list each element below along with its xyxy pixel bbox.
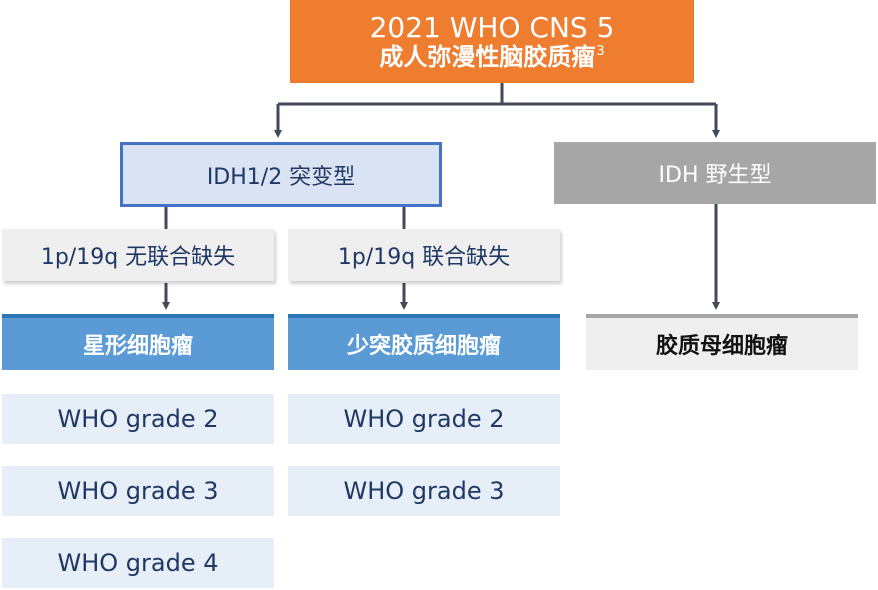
glioblastoma-node: 胶质母细胞瘤 xyxy=(586,314,858,370)
codeletion-present-node: 1p/19q 联合缺失 xyxy=(288,229,560,281)
root-node: 2021 WHO CNS 5 成人弥漫性脑胶质瘤3 xyxy=(290,0,694,83)
astro-grade-3: WHO grade 3 xyxy=(2,466,274,516)
idh-mutant-node: IDH1/2 突变型 xyxy=(120,142,442,207)
codeletion-absent-node: 1p/19q 无联合缺失 xyxy=(2,229,274,281)
oligo-grade-2: WHO grade 2 xyxy=(288,394,560,444)
astro-grade-2: WHO grade 2 xyxy=(2,394,274,444)
astrocytoma-node: 星形细胞瘤 xyxy=(2,314,274,370)
root-subtitle: 成人弥漫性脑胶质瘤3 xyxy=(379,42,605,71)
root-footnote: 3 xyxy=(596,43,605,59)
astro-grade-4: WHO grade 4 xyxy=(2,538,274,588)
root-title: 2021 WHO CNS 5 xyxy=(369,10,615,44)
oligodendroglioma-node: 少突胶质细胞瘤 xyxy=(288,314,560,370)
oligo-grade-3: WHO grade 3 xyxy=(288,466,560,516)
idh-wildtype-node: IDH 野生型 xyxy=(554,142,876,204)
